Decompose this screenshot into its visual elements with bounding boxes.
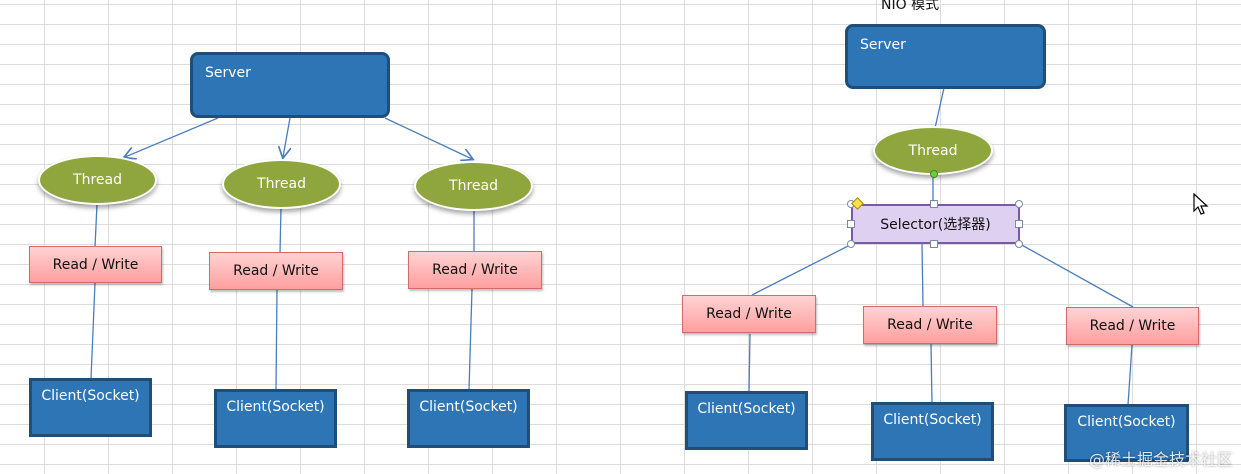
- read-write-box: Read / Write: [29, 246, 162, 283]
- read-write-box: Read / Write: [408, 251, 542, 289]
- read-write-box: Read / Write: [1066, 307, 1199, 345]
- thread-ellipse: Thread: [38, 155, 157, 205]
- line-rw-client-1: [90, 282, 96, 380]
- client-socket-box: Client(Socket): [29, 378, 152, 437]
- line-thread-rw-1: [94, 203, 98, 248]
- line-selector-rw-2: [921, 243, 924, 307]
- line-rw-client-right-2: [930, 343, 933, 404]
- mouse-cursor-icon: [1193, 193, 1209, 215]
- line-server-thread-right: [934, 87, 945, 129]
- thread-ellipse: Thread: [222, 159, 341, 209]
- read-write-box: Read / Write: [863, 306, 997, 344]
- line-rw-client-3: [468, 288, 473, 391]
- server-box: Server: [845, 24, 1046, 89]
- arrow-server-thread-1: [125, 117, 219, 157]
- line-rw-client-2: [275, 289, 278, 391]
- rotate-handle[interactable]: [930, 170, 938, 178]
- resize-handle[interactable]: [847, 240, 855, 248]
- line-rw-client-right-3: [1127, 344, 1133, 406]
- diagram-title: NIO 模式: [881, 0, 940, 13]
- read-write-box: Read / Write: [682, 295, 816, 333]
- resize-handle[interactable]: [930, 200, 938, 208]
- client-socket-box: Client(Socket): [685, 391, 808, 450]
- client-socket-box: Client(Socket): [214, 389, 337, 448]
- arrow-server-thread-2: [283, 117, 290, 157]
- selector-box[interactable]: Selector(选择器): [851, 204, 1020, 244]
- client-socket-box: Client(Socket): [407, 389, 530, 448]
- line-thread-rw-2: [279, 207, 282, 254]
- resize-handle[interactable]: [1015, 220, 1023, 228]
- thread-ellipse: Thread: [873, 126, 993, 175]
- server-box: Server: [190, 52, 390, 118]
- read-write-box: Read / Write: [209, 252, 343, 290]
- client-socket-box: Client(Socket): [871, 402, 994, 461]
- line-selector-rw-1: [751, 243, 853, 296]
- resize-handle[interactable]: [930, 240, 938, 248]
- line-rw-client-right-1: [748, 333, 751, 393]
- resize-handle[interactable]: [1015, 200, 1023, 208]
- client-socket-box: Client(Socket): [1064, 404, 1189, 462]
- resize-handle[interactable]: [1015, 240, 1023, 248]
- thread-ellipse: Thread: [414, 161, 533, 211]
- watermark: @稀土掘金技术社区: [1088, 450, 1233, 469]
- resize-handle[interactable]: [847, 220, 855, 228]
- arrow-server-thread-3: [384, 117, 472, 159]
- line-selector-rw-3: [1019, 243, 1134, 308]
